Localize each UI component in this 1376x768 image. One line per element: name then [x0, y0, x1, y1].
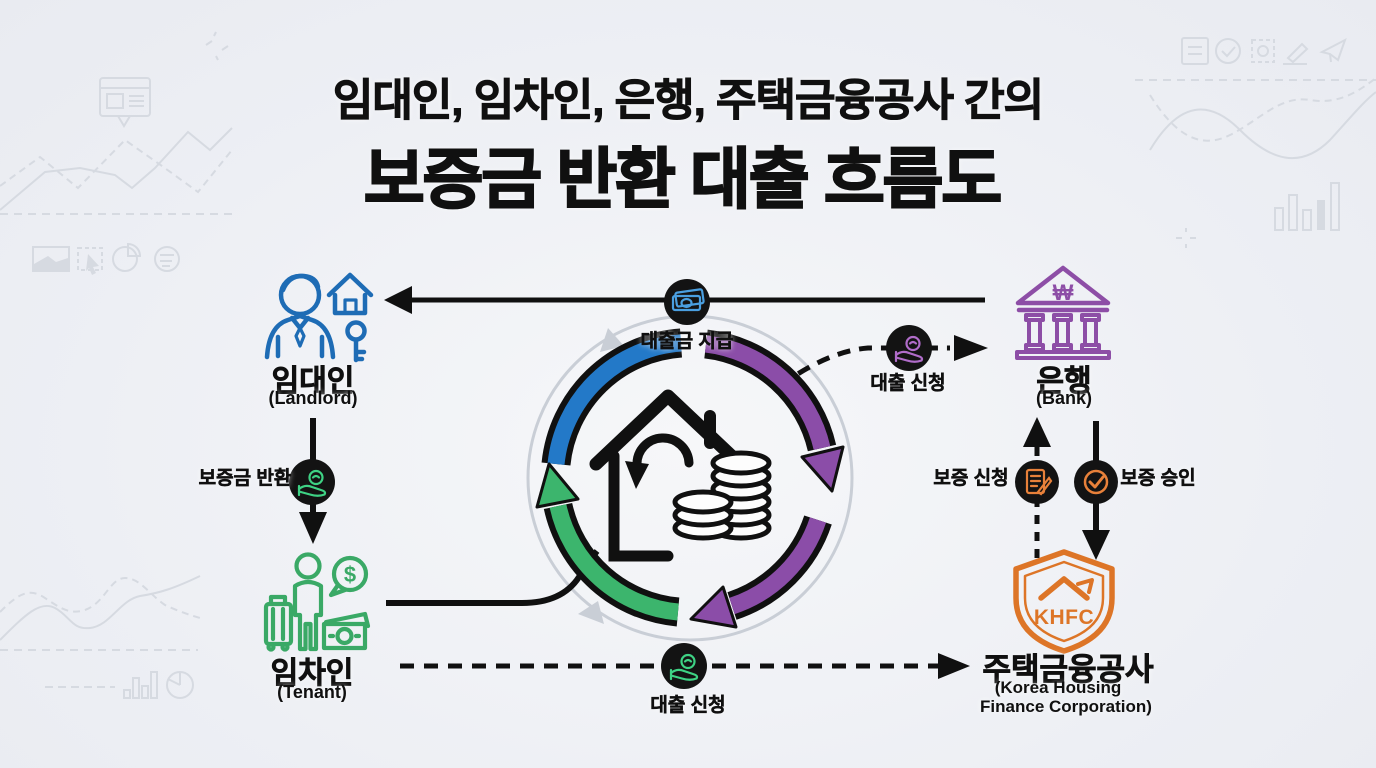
line-chart-decor — [0, 127, 233, 211]
crop-frame-icon — [1251, 39, 1275, 63]
bar-chart-icon — [123, 671, 158, 699]
khfc-label: 주택금융공사 — [982, 652, 1154, 688]
tenant-icon: $ — [263, 552, 371, 652]
arrowhead-down — [1082, 530, 1110, 560]
pie-chart-icon — [112, 242, 142, 272]
image-icon — [32, 246, 70, 272]
khfc-shield-icon: KHFC — [1013, 549, 1115, 654]
deposit-return-label: 보증금 반환 — [198, 468, 292, 490]
won-symbol: ₩ — [1053, 280, 1074, 305]
page-subtitle: 임대인, 임차인, 은행, 주택금융공사 간의 — [332, 76, 1044, 126]
loan-application-bank-label: 대출 신청 — [870, 373, 946, 395]
coin-icon — [154, 246, 180, 272]
arrowhead-left — [384, 286, 412, 314]
guarantee-application-label: 보증 신청 — [933, 468, 1009, 490]
page-title: 보증금 반환 대출 흐름도 — [363, 141, 1003, 217]
arrowhead-down — [299, 512, 327, 544]
guarantee-approval-label: 보증 승인 — [1120, 468, 1196, 490]
browser-window-icon — [99, 77, 151, 128]
document-icon — [1181, 37, 1209, 65]
arrowhead-up — [1023, 417, 1051, 447]
pencil-icon — [1283, 42, 1309, 65]
document-pen-icon — [1025, 468, 1053, 496]
guarantee-approval-node — [1074, 460, 1118, 504]
tenant-label: 임차인 — [270, 657, 354, 691]
bank-label: 은행 — [1036, 365, 1092, 399]
arrowhead-right — [938, 653, 970, 679]
cursor-select-icon — [77, 247, 103, 275]
check-circle-icon — [1083, 469, 1109, 495]
sparkle-icon — [1176, 228, 1196, 248]
cycle-arcs — [535, 328, 845, 629]
khfc-badge-text: KHFC — [1034, 606, 1094, 629]
pie-chart-icon — [166, 671, 194, 699]
arrowhead-right — [954, 335, 988, 361]
landlord-icon — [264, 272, 374, 363]
bank-building-icon: ₩ — [1015, 265, 1111, 360]
tenant-sublabel: (Tenant) — [277, 682, 347, 702]
landlord-sublabel: (Landlord) — [268, 388, 358, 408]
bank-sublabel: (Bank) — [1035, 388, 1093, 408]
house-return-coins-icon — [589, 389, 772, 562]
khfc-sublabel-line2: Finance Corporation) — [980, 697, 1152, 716]
loan-disbursement-label: 대출금 지급 — [640, 331, 734, 353]
khfc-sublabel-line1: (Korea Housing — [994, 678, 1122, 697]
flow-nodes — [289, 279, 1118, 689]
banknote-icon — [671, 288, 705, 312]
loan-application-khfc-label: 대출 신청 — [650, 695, 726, 717]
bar-chart-icon — [1274, 182, 1340, 231]
sparkle-icon — [205, 31, 229, 61]
landlord-label: 임대인 — [271, 365, 355, 399]
check-circle-icon — [1215, 38, 1241, 64]
outer-cycle-ring — [526, 314, 854, 642]
paper-plane-icon — [1319, 37, 1347, 63]
dollar-symbol: $ — [344, 562, 356, 587]
